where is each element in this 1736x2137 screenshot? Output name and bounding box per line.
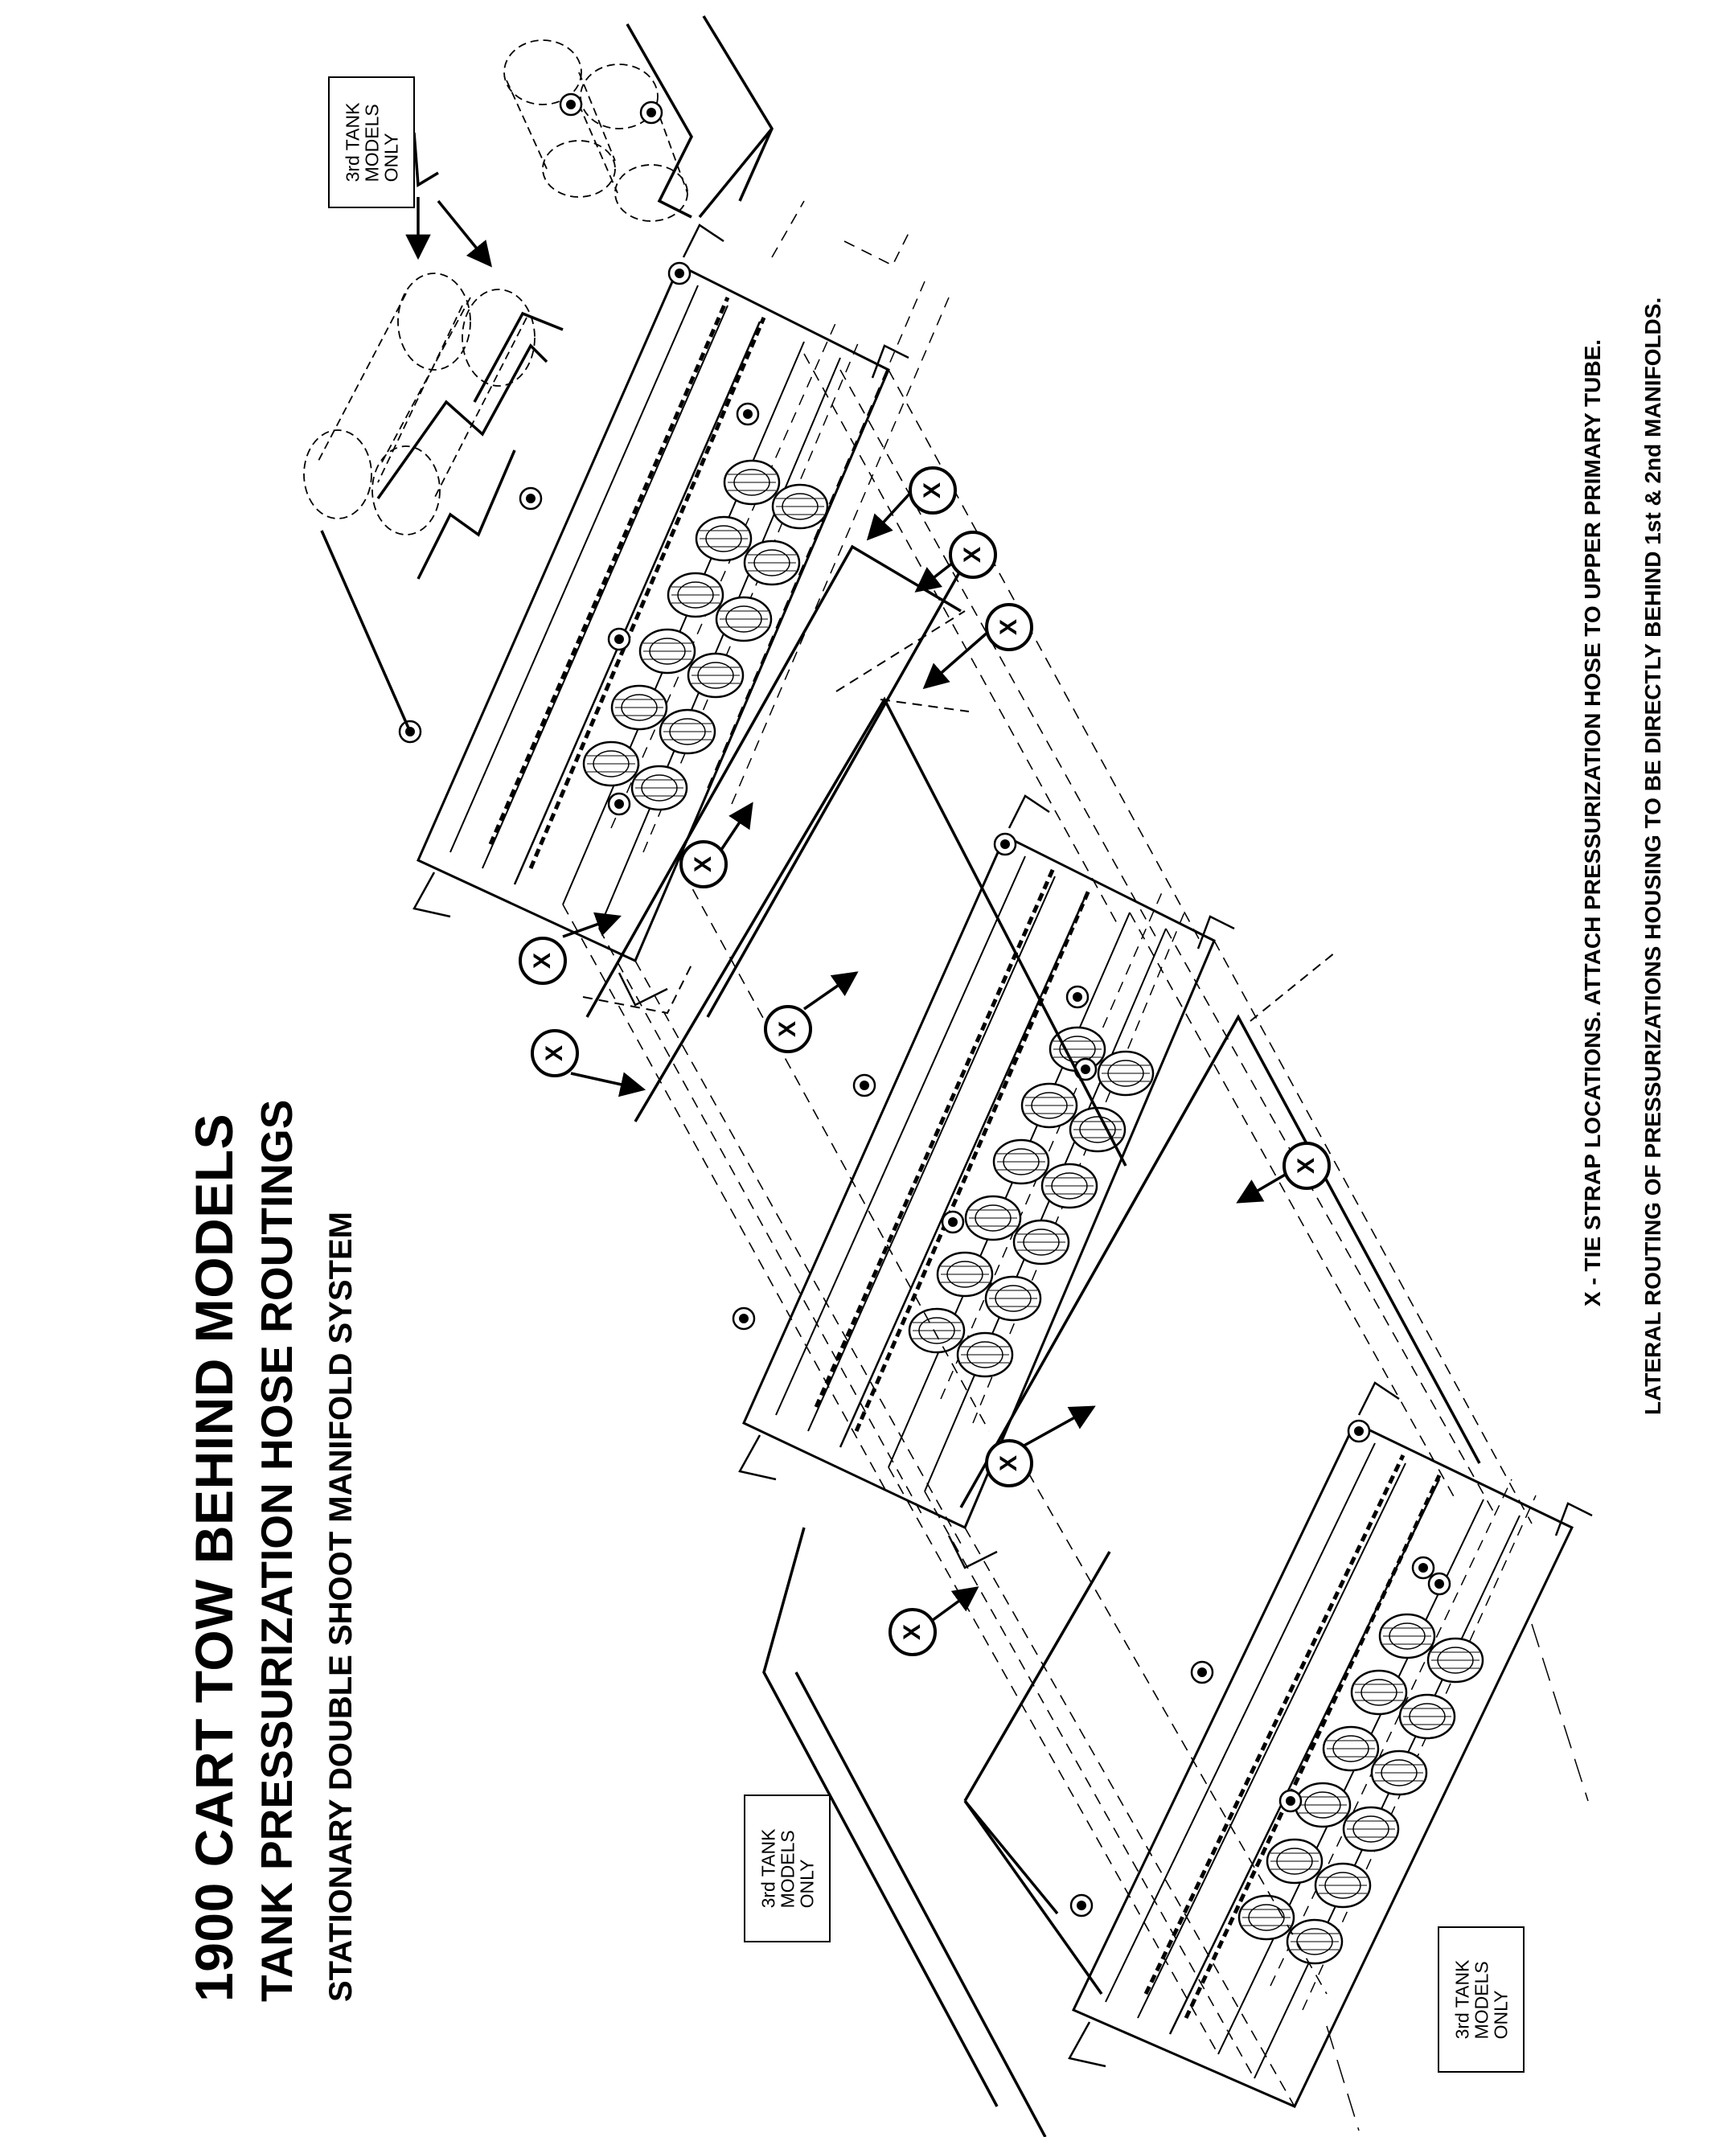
tie-strap-marker: X bbox=[985, 603, 1033, 651]
title-line-2: TANK PRESSURIZATION HOSE ROUTINGS bbox=[252, 1099, 302, 2002]
callout-third-tank-middle: 3rd TANK MODELS ONLY bbox=[744, 1795, 831, 1942]
manifold-3 bbox=[1068, 1381, 1593, 2131]
tie-strap-marker: X bbox=[764, 1005, 812, 1053]
tie-strap-marker: X bbox=[679, 840, 728, 888]
marker-x: X bbox=[898, 1623, 925, 1641]
tie-strap-marker: X bbox=[909, 466, 957, 515]
title-line-3: STATIONARY DOUBLE SHOOT MANIFOLD SYSTEM bbox=[323, 1212, 359, 2002]
tie-strap-marker: X bbox=[1283, 1142, 1331, 1190]
callout-third-tank-bottom: 3rd TANK MODELS ONLY bbox=[1438, 1926, 1525, 2073]
manifold-1 bbox=[412, 224, 950, 1007]
marker-x: X bbox=[918, 482, 946, 499]
tie-strap-arrows bbox=[562, 489, 1287, 1622]
third-tank-cylinders bbox=[303, 39, 688, 535]
tie-strap-marker: X bbox=[531, 1029, 579, 1077]
third-tank-fittings bbox=[559, 92, 663, 125]
callout-text: 3rd TANK MODELS ONLY bbox=[1451, 1959, 1511, 2040]
tie-strap-marker: X bbox=[985, 1439, 1033, 1487]
primary-tubes bbox=[562, 200, 1533, 2107]
third-tank-hoses bbox=[582, 610, 1336, 1022]
note-lateral-routing: LATERAL ROUTING OF PRESSURIZATIONS HOUSI… bbox=[1640, 297, 1665, 1415]
manifold-2 bbox=[738, 794, 1235, 1569]
marker-x: X bbox=[995, 618, 1022, 636]
marker-x: X bbox=[1292, 1157, 1319, 1175]
tie-strap-marker: X bbox=[889, 1608, 937, 1656]
marker-x: X bbox=[540, 1044, 568, 1062]
title-line-1: 1900 CART TOW BEHIND MODELS bbox=[184, 1113, 244, 2002]
marker-x: X bbox=[774, 1020, 801, 1038]
callout-text: 3rd TANK MODELS ONLY bbox=[341, 102, 401, 183]
callout-third-tank-top: 3rd TANK MODELS ONLY bbox=[328, 76, 415, 208]
tie-strap-marker: X bbox=[519, 937, 567, 985]
callout-arrows bbox=[405, 197, 492, 268]
note-tie-strap: X - TIE STRAP LOCATIONS. ATTACH PRESSURI… bbox=[1580, 338, 1605, 1306]
callout-text: 3rd TANK MODELS ONLY bbox=[757, 1828, 817, 1909]
marker-x: X bbox=[958, 546, 986, 564]
marker-x: X bbox=[528, 952, 556, 970]
marker-x: X bbox=[689, 855, 716, 873]
marker-x: X bbox=[995, 1454, 1022, 1472]
tie-strap-marker: X bbox=[949, 531, 997, 579]
